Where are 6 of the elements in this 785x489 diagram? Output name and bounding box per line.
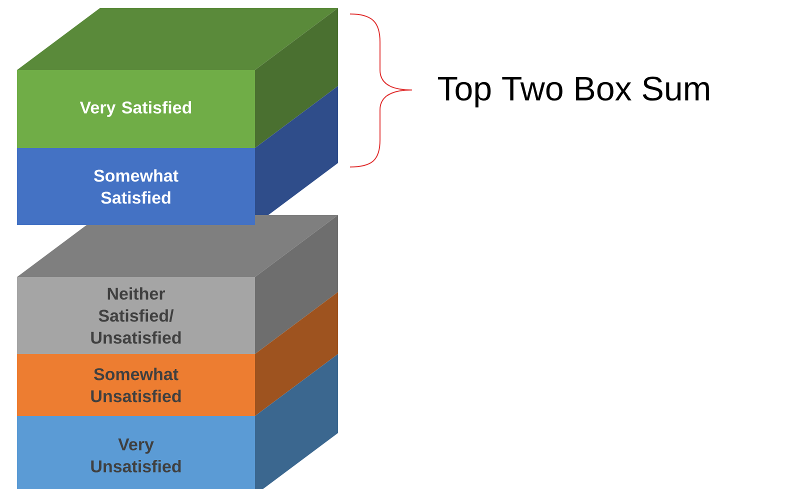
layer-box: Somewhat Unsatisfied	[17, 354, 255, 416]
layer-box: Somewhat Satisfied	[17, 148, 255, 225]
layer-box: Very Unsatisfied	[17, 416, 255, 489]
bracket-label: Top Two Box Sum	[438, 76, 709, 108]
layer-box: Very Satisfied	[17, 70, 255, 148]
layer-box: Neither Satisfied/ Unsatisfied	[17, 277, 255, 354]
